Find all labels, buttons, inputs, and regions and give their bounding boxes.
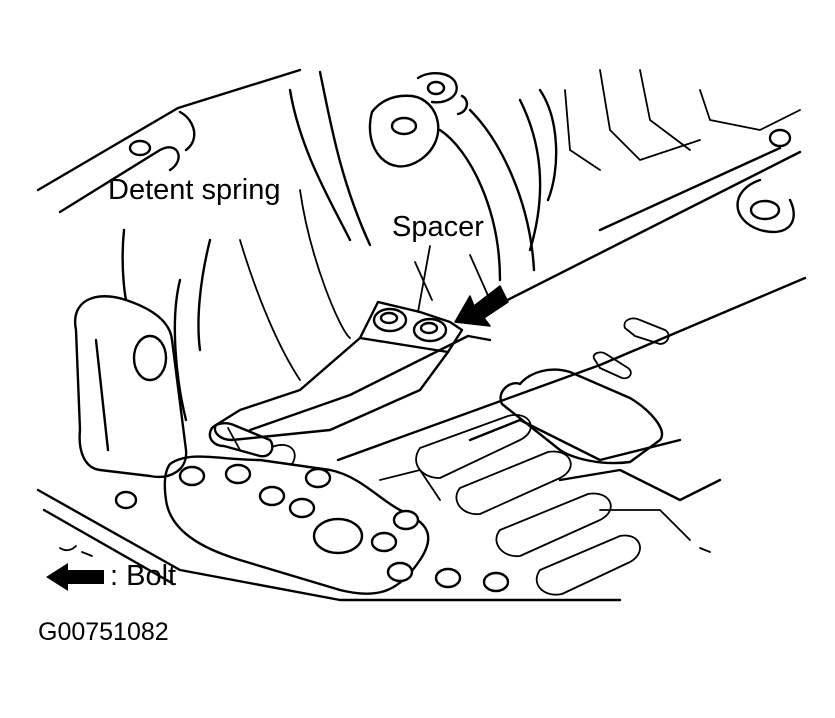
figure-code: G00751082 (38, 618, 169, 646)
separator-plate (36, 455, 622, 602)
detent-spring-part (208, 300, 464, 465)
spacer-leader-line (417, 245, 431, 313)
bolt-legend-label: : Bolt (110, 560, 177, 592)
manual-valve-lever (73, 189, 351, 479)
upper-housing (36, 68, 801, 301)
detent-spring-label: Detent spring (108, 174, 281, 206)
valve-body-plate (248, 150, 807, 596)
spacer-label: Spacer (392, 211, 484, 243)
legend-arrow-icon (46, 563, 104, 591)
bolt-pointer-icon (454, 285, 509, 327)
